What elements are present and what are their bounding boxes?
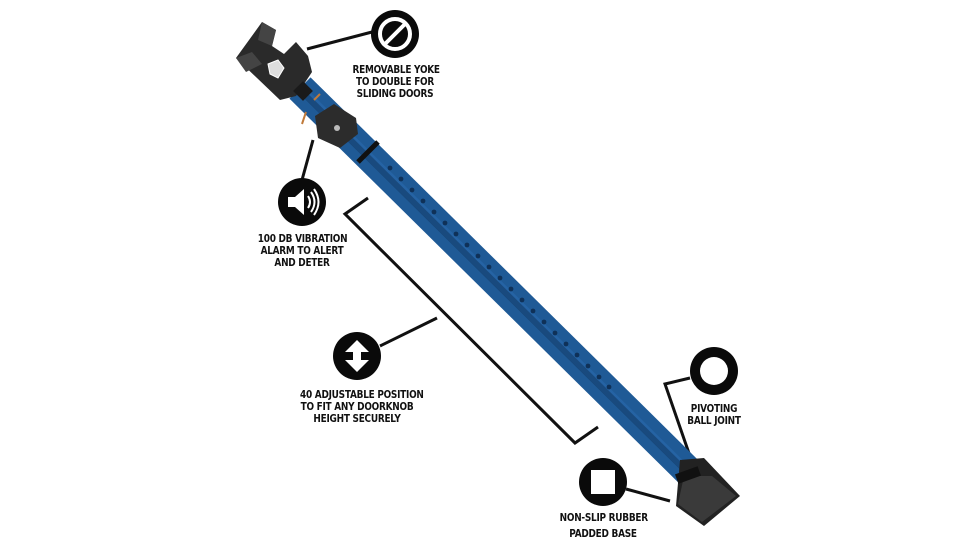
ring-icon: [690, 347, 738, 395]
square-icon: [579, 458, 627, 506]
adjustment-holes: [387, 165, 612, 390]
callout-non-slip-base: NON-SLIP RUBBER PADDED BASE: [559, 512, 648, 540]
leader-lines: [300, 30, 694, 503]
no-sign-icon: [371, 10, 419, 58]
bar-tube: [289, 77, 703, 486]
callout-adjustable-position: 40 ADJUSTABLE POSITION TO FIT ANY DOORKN…: [300, 389, 424, 425]
callout-pivoting-ball-joint: PIVOTING BALL JOINT: [687, 403, 741, 427]
yoke-head: [236, 22, 313, 101]
speaker-icon: [278, 178, 326, 226]
alarm-module: [301, 93, 358, 148]
up-down-arrow-icon: [333, 332, 381, 380]
callout-vibration-alarm: 100 db VIBRATION ALARM TO ALERT AND DETE…: [257, 233, 348, 269]
rubber-base: [675, 458, 740, 526]
callout-removable-yoke: REMOVABLE YOKE TO DOUBLE FOR SLIDING DOO…: [352, 64, 441, 100]
